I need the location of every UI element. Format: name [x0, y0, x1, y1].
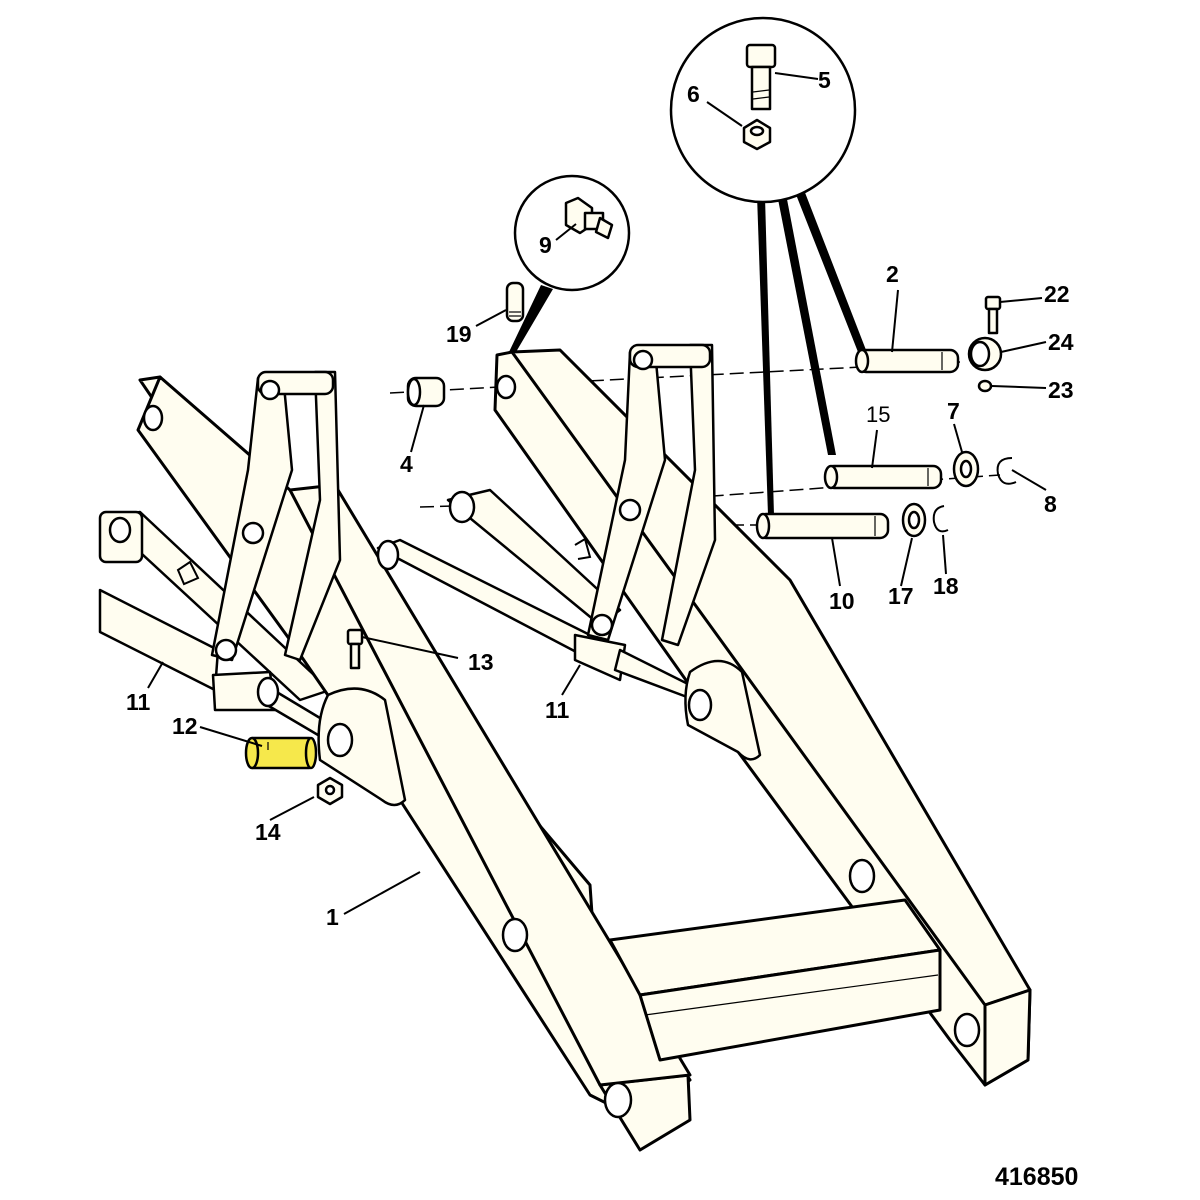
bolt-13-icon [346, 628, 364, 670]
set-screw-23-icon [977, 379, 993, 393]
pin-2-icon [854, 348, 960, 374]
figure-code: 416850 [995, 1163, 1078, 1191]
callout-5: 5 [818, 67, 831, 93]
callout-22: 22 [1044, 281, 1070, 307]
callout-2: 2 [886, 261, 899, 287]
callout-11-right: 11 [545, 697, 570, 723]
collar-24-icon [967, 336, 1003, 372]
callout-wedge-9 [509, 285, 553, 352]
callout-wedge-5-6 [757, 190, 866, 515]
bolt-22-icon [984, 295, 1002, 335]
circlip-8-icon [996, 457, 1017, 485]
callout-18: 18 [933, 573, 959, 599]
callout-10: 10 [829, 588, 855, 614]
pin-12-highlighted [244, 736, 318, 770]
callout-1: 1 [326, 904, 339, 930]
callout-4: 4 [400, 451, 413, 477]
callout-13: 13 [468, 649, 494, 675]
callout-7: 7 [947, 398, 960, 424]
circlip-18-icon [932, 505, 949, 533]
grease-nipple-19-icon [505, 281, 525, 323]
right-lift-cylinder [376, 488, 702, 702]
callout-15: 15 [866, 402, 890, 427]
callout-11-left: 11 [126, 689, 151, 715]
callout-9: 9 [539, 232, 552, 258]
callout-labels: 1 2 4 5 6 7 8 9 10 11 11 12 13 14 15 17 … [126, 67, 1074, 930]
nut-14-icon [316, 776, 344, 806]
right-mount-bracket [684, 659, 762, 761]
left-bellcrank [210, 370, 342, 662]
callout-14: 14 [255, 819, 281, 845]
pin-15-icon [823, 464, 943, 490]
detail-bubble-9 [513, 174, 631, 292]
right-bellcrank [586, 343, 717, 647]
callout-8: 8 [1044, 491, 1057, 517]
callout-23: 23 [1048, 377, 1074, 403]
left-mount-bracket [317, 687, 407, 807]
leader-lines [147, 72, 1047, 915]
callout-24: 24 [1048, 329, 1074, 355]
callout-19: 19 [446, 321, 472, 347]
callout-6: 6 [687, 81, 700, 107]
detail-bubble-5-6 [669, 16, 857, 204]
callout-12: 12 [172, 713, 198, 739]
pin-10-icon [755, 512, 890, 540]
bushing-4-icon [406, 376, 446, 408]
cross-member [608, 898, 942, 1062]
washer-7-icon [952, 450, 980, 488]
callout-17: 17 [888, 583, 914, 609]
washer-17-icon [901, 502, 927, 538]
